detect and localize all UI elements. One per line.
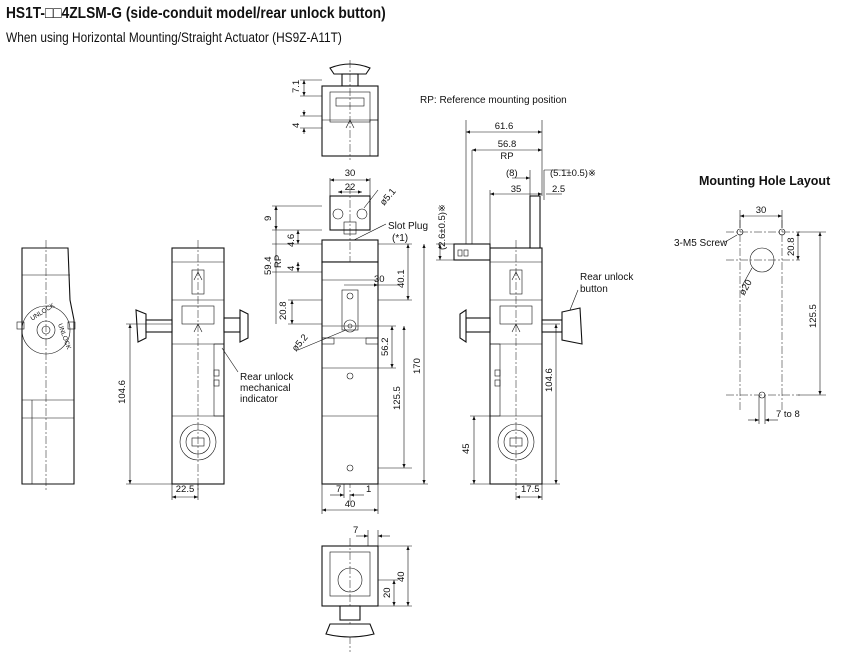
rear-unlock-button-line1: Rear unlock [580, 272, 634, 283]
page-subtitle: When using Horizontal Mounting/Straight … [6, 30, 342, 45]
dim-front-59-4: 59.4 [263, 257, 274, 276]
dim-right-rp: RP [500, 151, 513, 162]
dim-right-2-5: 2.5 [552, 184, 565, 195]
rp-note: RP: Reference mounting position [420, 95, 567, 106]
dim-right-104-6: 104.6 [544, 368, 555, 392]
top-view: 7.1 4 [291, 60, 379, 160]
dim-front-dia-5-1: ø5.1 [378, 186, 399, 208]
slot-plug-label: Slot Plug [388, 221, 428, 232]
dim-front-rp: RP [273, 255, 284, 268]
dim-right-5-1: (5.1±0.5)※ [550, 168, 596, 179]
dim-right-56-8: 56.8 [498, 139, 517, 150]
hole-screw-label: 3-M5 Screw [674, 238, 728, 249]
dim-front-4: 4 [286, 266, 297, 271]
bottom-view: 7 20 40 [321, 525, 412, 652]
hole-dim-7-to-8: 7 to 8 [776, 409, 800, 420]
dim-front-30-b: 30 [374, 274, 385, 285]
dim-right-35: 35 [511, 184, 522, 195]
dim-front-125-5: 125.5 [392, 386, 403, 410]
dim-front-9: 9 [263, 216, 274, 221]
hole-dim-20-8: 20.8 [786, 238, 797, 257]
left-view: UNLOCK UNLOCK [16, 240, 76, 490]
slot-plug-ref: (*1) [392, 233, 408, 244]
dim-right-8: (8) [506, 168, 518, 179]
dim-right-45: 45 [461, 443, 472, 454]
dim-front-7: 7 [336, 484, 341, 495]
dim-front-170: 170 [412, 358, 423, 374]
dim-front-20-8: 20.8 [278, 302, 289, 321]
mounting-hole-heading: Mounting Hole Layout [699, 174, 831, 188]
rear-unlock-indicator-line1: Rear unlock [240, 372, 294, 383]
dim-bottom-40: 40 [396, 571, 407, 582]
dim-bottom-20: 20 [382, 587, 393, 598]
dim-right-17-5: 17.5 [521, 484, 540, 495]
dim-top-7-1: 7.1 [291, 80, 302, 93]
dim-right-2-6: (2.6±0.5)※ [437, 204, 448, 250]
hole-dim-125-5: 125.5 [808, 304, 819, 328]
hole-dim-dia-20: ø20 [737, 278, 755, 298]
dim-left-22-5: 22.5 [176, 484, 195, 495]
front-right-view: RP: Reference mounting position 61.6 56.… [420, 95, 634, 500]
dim-front-dia-5-2: ø5.2 [290, 332, 311, 354]
dim-front-22: 22 [345, 182, 356, 193]
dim-right-61-6: 61.6 [495, 121, 514, 132]
rear-unlock-indicator-line2: mechanical [240, 383, 291, 394]
hole-dim-30: 30 [756, 205, 767, 216]
front-left-view: 104.6 22.5 Rear unlock mechanical indica… [117, 240, 294, 500]
dim-top-4: 4 [291, 123, 302, 128]
rear-unlock-button-line2: button [580, 284, 608, 295]
dim-front-40-1: 40.1 [396, 270, 407, 289]
dim-front-30: 30 [345, 168, 356, 179]
dim-front-56-2: 56.2 [380, 338, 391, 357]
mounting-hole-layout: Mounting Hole Layout 30 3-M5 Screw 20.8 … [674, 174, 831, 424]
dim-front-4-6: 4.6 [286, 234, 297, 247]
dim-front-40: 40 [345, 499, 356, 510]
front-center-view: 30 22 ø5.1 9 4.6 59.4 RP 4 20.8 ø5.2 Slo… [263, 168, 428, 514]
dim-left-104-6: 104.6 [117, 380, 128, 404]
rear-unlock-indicator-line3: indicator [240, 394, 278, 405]
dim-front-1: 1 [366, 484, 371, 495]
page-title: HS1T-□□4ZLSM-G (side-conduit model/rear … [6, 5, 386, 22]
dim-bottom-7: 7 [353, 525, 358, 536]
